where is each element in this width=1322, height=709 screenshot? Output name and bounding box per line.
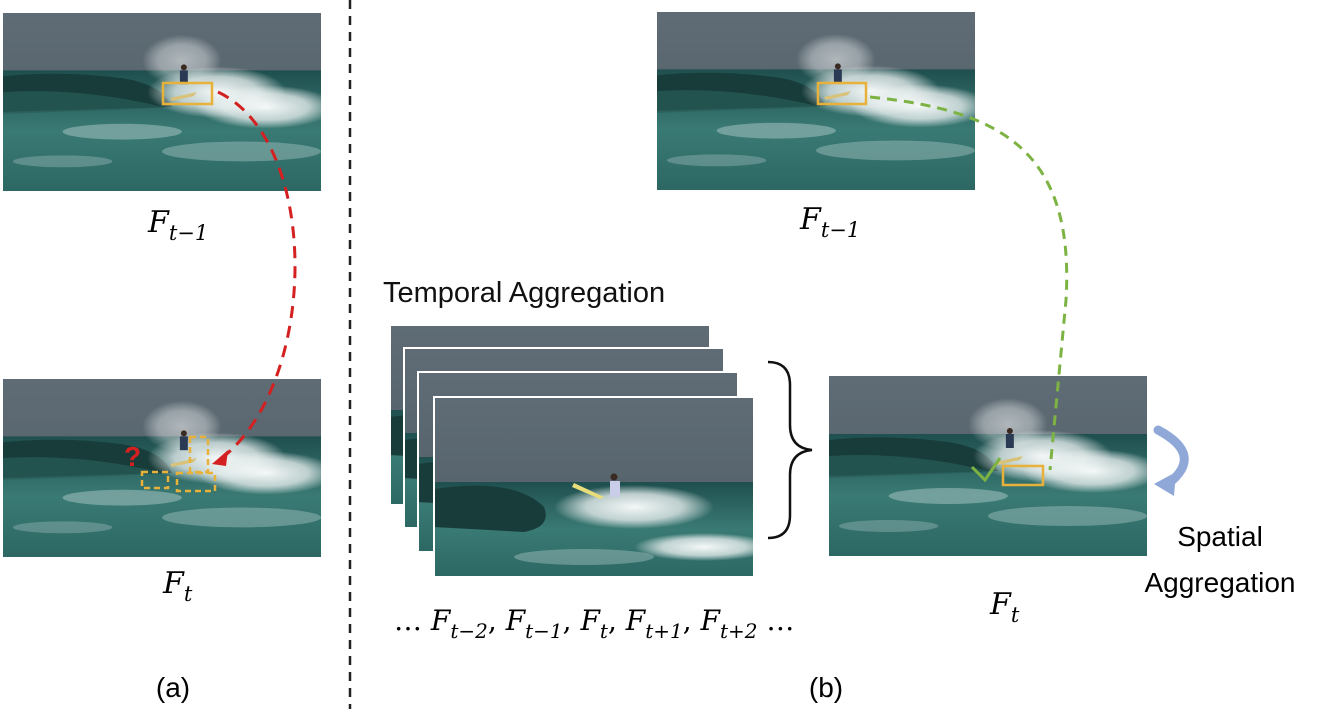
green-check-mark: [970, 457, 1002, 483]
panel-b-right-box: [1001, 464, 1045, 487]
temporal-aggregation-title: Temporal Aggregation: [383, 277, 665, 309]
panel-b-top-frame: [657, 12, 975, 190]
panel-b-top-box: [816, 81, 868, 106]
spatial-label-line2: Aggregation: [1144, 567, 1295, 598]
panel-a-top-frame: [3, 13, 321, 191]
panel-a: ? Ft−1 Ft (a): [3, 13, 321, 703]
panel-b-right-label: Ft: [989, 587, 1020, 627]
panel-a-top-box: [161, 81, 214, 106]
panel-a-candidate-box-1: [140, 470, 170, 490]
frame-stack: [389, 324, 755, 578]
panel-b-caption: (b): [809, 672, 843, 703]
panel-b: Ft−1 Temporal Aggregation Spatial Aggreg…: [383, 12, 1296, 703]
panel-a-bottom-frame: [3, 379, 321, 557]
frame-sequence-label: … Ft−2, Ft−1, Ft, Ft+1, Ft+2 …: [394, 604, 794, 643]
panel-a-bottom-label: Ft: [162, 566, 193, 606]
blue-arrowhead: [1154, 472, 1176, 496]
panel-a-candidate-box-3: [175, 471, 217, 493]
panel-a-caption: (a): [156, 672, 190, 703]
red-dashed-arrow: [217, 90, 297, 460]
panel-b-top-label: Ft−1: [799, 202, 860, 242]
red-arrowhead: [212, 450, 228, 466]
question-mark: ?: [124, 441, 141, 472]
panel-a-top-label: Ft−1: [147, 205, 208, 245]
spatial-label-line1: Spatial: [1177, 521, 1263, 552]
curly-brace: [767, 360, 813, 540]
green-dashed-arrow: [869, 95, 1069, 471]
